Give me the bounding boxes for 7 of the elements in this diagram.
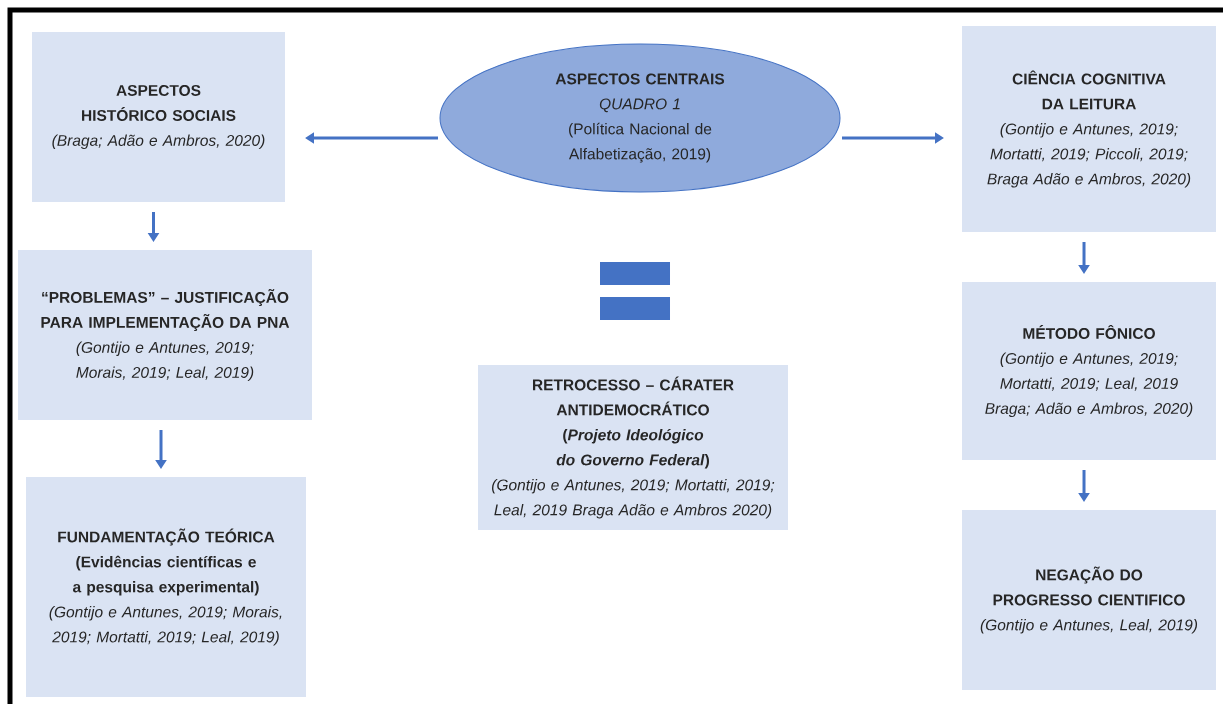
topic-box: RETROCESSO – CÁRATER ANTIDEMOCRÁTICO (Projeto Ideológico do Governo Federal) (Gontijo e Antunes, 2019; Mortatti, 2019; Leal, 2019 Braga Adão e Ambros 2020) bbox=[478, 365, 788, 530]
topic-box: NEGAÇÃO DO PROGRESSO CIENTIFICO (Gontijo e Antunes, Leal, 2019) bbox=[962, 510, 1216, 690]
topic-box: “PROBLEMAS” – JUSTIFICAÇÃO PARA IMPLEMENTAÇÃO DA PNA (Gontijo e Antunes, 2019; Morais, 2019; Leal, 2019) bbox=[18, 250, 312, 420]
topic-box: FUNDAMENTAÇÃO TEÓRICA (Evidências científicas e a pesquisa experimental) (Gontijo e Antunes, 2019; Morais, 2019; Mortatti, 2019; Leal, 2019) bbox=[26, 477, 306, 697]
topic-box: MÉTODO FÔNICO (Gontijo e Antunes, 2019; Mortatti, 2019; Leal, 2019 Braga; Adão e Ambros, 2020) bbox=[962, 282, 1216, 460]
topic-box: ASPECTOS HISTÓRICO SOCIAIS (Braga; Adão e Ambros, 2020) bbox=[32, 32, 285, 202]
topic-box: CIÊNCIA COGNITIVA DA LEITURA (Gontijo e Antunes, 2019; Mortatti, 2019; Piccoli, 2019; Braga Adão e Ambros, 2020) bbox=[962, 26, 1216, 232]
